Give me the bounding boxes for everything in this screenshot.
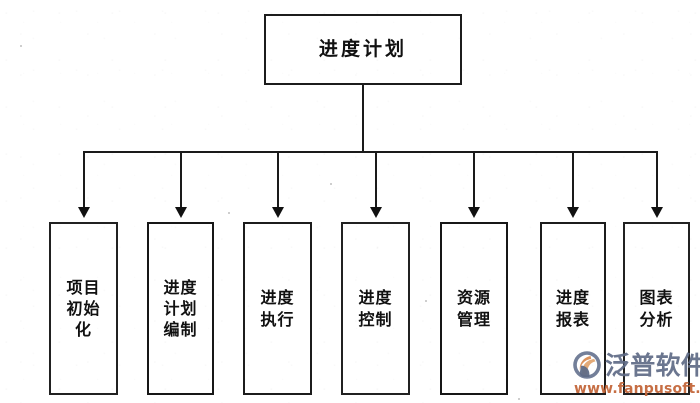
arrowhead-icon-6 xyxy=(567,207,579,218)
connector-drop-6 xyxy=(572,151,574,209)
node-chart-analysis[interactable]: 图表 分析 xyxy=(623,222,690,395)
scan-speck xyxy=(330,183,332,185)
arrowhead-icon-2 xyxy=(175,207,187,218)
node-label-chart-analysis: 图表 分析 xyxy=(639,288,674,329)
connector-horizontal-bus xyxy=(83,151,657,153)
node-schedule-plan[interactable]: 进度计划 xyxy=(264,14,462,85)
connector-root-stem xyxy=(362,85,364,153)
node-schedule-plan-preparation[interactable]: 进度 计划 编制 xyxy=(147,222,214,395)
connector-drop-5 xyxy=(473,151,475,209)
node-label-schedule-plan-preparation: 进度 计划 编制 xyxy=(163,277,198,340)
connector-drop-7 xyxy=(656,151,658,209)
connector-drop-3 xyxy=(277,151,279,209)
connector-drop-4 xyxy=(375,151,377,209)
arrowhead-icon-4 xyxy=(370,207,382,218)
node-label-schedule-execution: 进度 执行 xyxy=(260,288,295,329)
scan-speck xyxy=(228,212,230,214)
node-label-schedule-report: 进度 报表 xyxy=(556,288,590,329)
arrowhead-icon-7 xyxy=(651,207,663,218)
scan-speck xyxy=(20,45,22,47)
node-project-initialization[interactable]: 项目 初始 化 xyxy=(49,222,118,395)
scan-speck xyxy=(518,398,520,400)
node-label-schedule-control: 进度 控制 xyxy=(358,288,393,329)
scan-speck xyxy=(425,300,427,302)
node-resource-management[interactable]: 资源 管理 xyxy=(440,222,508,395)
node-schedule-report[interactable]: 进度 报表 xyxy=(540,222,606,395)
connector-drop-1 xyxy=(83,151,85,209)
connector-drop-2 xyxy=(180,151,182,209)
arrowhead-icon-3 xyxy=(272,207,284,218)
node-label-schedule-plan: 进度计划 xyxy=(318,37,408,60)
node-label-project-initialization: 项目 初始 化 xyxy=(66,277,101,340)
node-schedule-execution[interactable]: 进度 执行 xyxy=(243,222,312,395)
arrowhead-icon-5 xyxy=(468,207,480,218)
arrowhead-icon-1 xyxy=(78,207,90,218)
node-schedule-control[interactable]: 进度 控制 xyxy=(341,222,410,395)
node-label-resource-management: 资源 管理 xyxy=(457,288,491,329)
